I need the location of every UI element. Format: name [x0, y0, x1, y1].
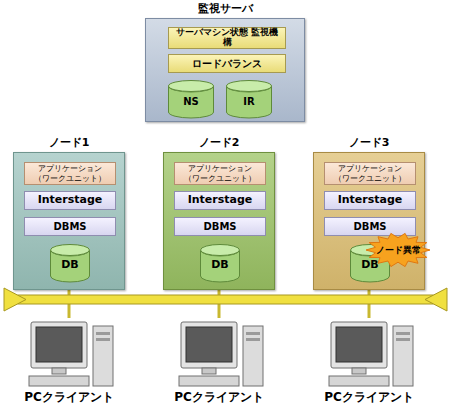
- node-label: PCクライアント: [304, 391, 434, 405]
- drive-slot: [396, 332, 410, 335]
- node-label: PCクライアント: [4, 391, 134, 405]
- cylinder-top: [227, 81, 272, 92]
- database-cylinder: IR: [226, 80, 272, 118]
- monitor-case: [331, 322, 387, 368]
- node-label: DBMS: [353, 221, 386, 233]
- node-label: DBMS: [53, 221, 86, 233]
- database-cylinder: DB: [200, 244, 240, 282]
- node-label: 監視サーバ: [126, 3, 324, 16]
- pc-illustration: [169, 318, 269, 390]
- tower-case: [393, 326, 413, 386]
- burst-label-holder: ノード異常: [366, 233, 430, 267]
- node-label: PCクライアント: [154, 391, 284, 405]
- group-box: ノード1アプリケーション （ワークユニット）InterstageDBMSDB: [13, 152, 125, 290]
- bus-terminator: [4, 288, 26, 311]
- node-label: Interstage: [338, 194, 403, 207]
- pc-client: PCクライアント: [19, 318, 119, 409]
- node-label: IR: [243, 96, 254, 108]
- node-label: ノード3: [294, 137, 444, 150]
- process-box: Interstage: [324, 191, 416, 210]
- keyboard: [329, 376, 389, 386]
- group-box: ノード2アプリケーション （ワークユニット）InterstageDBMSDB: [163, 152, 275, 290]
- process-box: Interstage: [174, 191, 266, 210]
- drive-slot: [96, 332, 110, 335]
- tower-case: [243, 326, 263, 386]
- drive-slot: [246, 332, 260, 335]
- tower-case: [93, 326, 113, 386]
- node-label: ロードバランス: [192, 58, 262, 70]
- drive-slot: [96, 338, 110, 341]
- bus-cable: [18, 295, 433, 304]
- cylinder-label-holder: NS: [168, 85, 214, 118]
- database-cylinder: DB: [50, 244, 90, 282]
- monitor-screen: [336, 327, 382, 362]
- burst-star: [366, 233, 430, 266]
- group-box: ノード3アプリケーション （ワークユニット）InterstageDBMSDBノー…: [313, 152, 425, 290]
- keyboard: [29, 376, 89, 386]
- drive-slot: [246, 338, 260, 341]
- process-box: Interstage: [24, 191, 116, 210]
- node-label: DB: [361, 259, 379, 272]
- alert-burst: ノード異常: [366, 233, 430, 267]
- cylinder-label-holder: IR: [226, 85, 272, 118]
- node-label: サーバマシン状態 監視機構: [173, 28, 281, 48]
- node-label: アプリケーション （ワークユニット）: [329, 164, 411, 182]
- pc-illustration: [19, 318, 119, 390]
- monitor-screen: [36, 327, 82, 362]
- drive-slot: [396, 338, 410, 341]
- monitor-case: [181, 322, 237, 368]
- node-label: Interstage: [38, 194, 103, 207]
- process-box: アプリケーション （ワークユニット）: [324, 162, 416, 185]
- node-label: ノード異常: [376, 245, 421, 255]
- cylinder-label-holder: DB: [50, 249, 90, 282]
- cylinder-top: [169, 81, 214, 92]
- cylinder-top: [51, 245, 90, 256]
- node-label: NS: [183, 96, 199, 108]
- process-box: DBMS: [324, 217, 416, 236]
- process-box: ロードバランス: [168, 54, 286, 73]
- process-box: アプリケーション （ワークユニット）: [24, 162, 116, 185]
- bus-terminator: [425, 288, 447, 311]
- cylinder-label-holder: DB: [200, 249, 240, 282]
- group-box: 監視サーバサーバマシン状態 監視機構ロードバランスNSIR: [145, 18, 305, 122]
- node-label: アプリケーション （ワークユニット）: [179, 164, 261, 182]
- keyboard: [179, 376, 239, 386]
- node-label: DB: [211, 259, 229, 272]
- monitor-screen: [186, 327, 232, 362]
- node-label: ノード2: [144, 137, 294, 150]
- node-label: DBMS: [203, 221, 236, 233]
- process-box: サーバマシン状態 監視機構: [168, 27, 286, 49]
- cylinder-top: [201, 245, 240, 256]
- node-label: アプリケーション （ワークユニット）: [29, 164, 111, 182]
- pc-client: PCクライアント: [319, 318, 419, 409]
- node-label: ノード1: [0, 137, 144, 150]
- process-box: アプリケーション （ワークユニット）: [174, 162, 266, 185]
- pc-client: PCクライアント: [169, 318, 269, 409]
- pc-illustration: [319, 318, 419, 390]
- database-cylinder: NS: [168, 80, 214, 118]
- node-label: Interstage: [188, 194, 253, 207]
- monitor-stand: [202, 368, 216, 374]
- node-label: DB: [61, 259, 79, 272]
- monitor-stand: [52, 368, 66, 374]
- process-box: DBMS: [24, 217, 116, 236]
- monitor-case: [31, 322, 87, 368]
- monitor-stand: [352, 368, 366, 374]
- process-box: DBMS: [174, 217, 266, 236]
